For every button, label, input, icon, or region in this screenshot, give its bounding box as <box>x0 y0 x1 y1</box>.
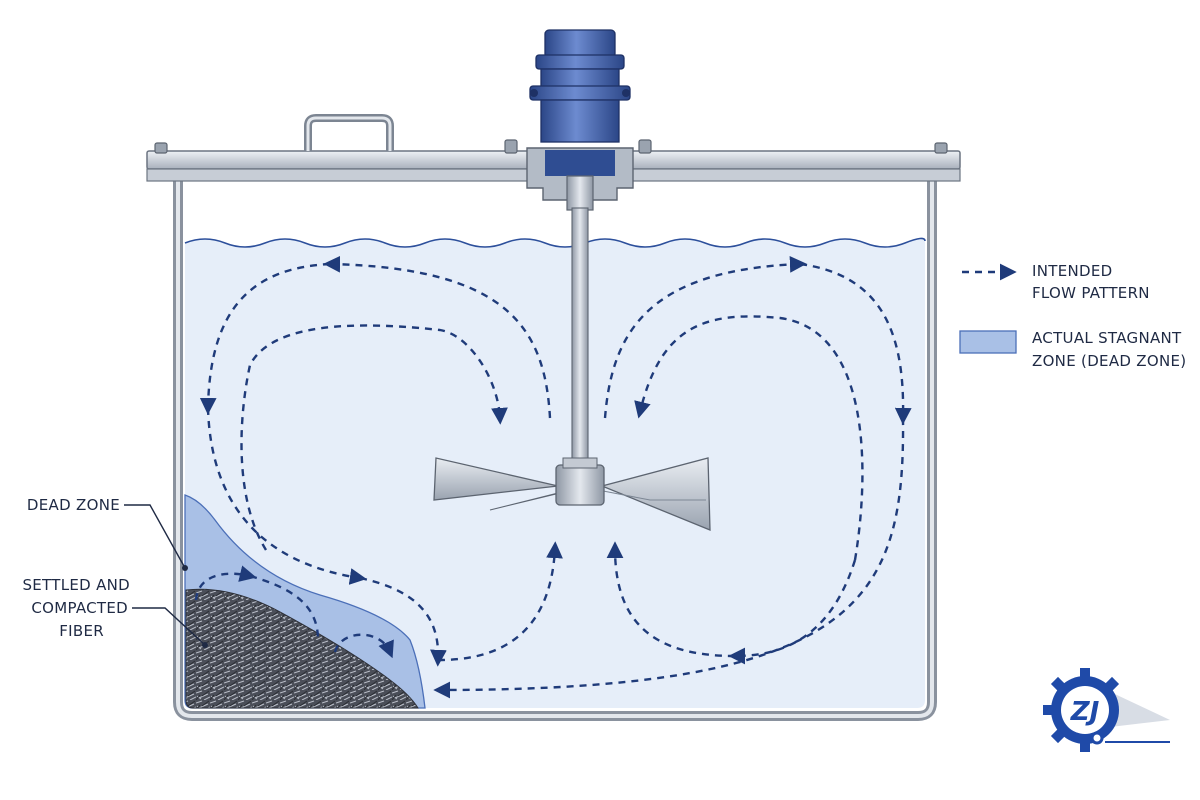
tank-wall-highlight <box>176 168 934 718</box>
flow-arrow-center-left-up <box>437 541 563 662</box>
flow-arrow-bottom-return <box>433 417 905 699</box>
fiber-leader-line <box>132 607 206 646</box>
logo-gear-inner <box>1061 686 1109 734</box>
flow-arrow-dead-zone-edge <box>359 576 447 667</box>
fiber-leader-dot <box>202 642 208 648</box>
legend-zone-label-line1: ACTUAL STAGNANT <box>1032 329 1182 347</box>
flow-arrow-right-down <box>799 262 912 425</box>
tank-liquid <box>185 238 925 708</box>
flow-arrow-left-down <box>199 262 331 415</box>
lid-bolts <box>154 139 948 154</box>
logo-roller <box>1090 731 1104 745</box>
flow-arrow-center-right-up <box>606 541 736 658</box>
liquid-surface <box>184 237 926 248</box>
dead-zone-callout: DEAD ZONE <box>27 496 120 514</box>
legend-flow-label-line2: FLOW PATTERN <box>1032 284 1150 302</box>
flow-arrow-dead-zone-loop-top <box>194 565 257 601</box>
flow-arrow-upper-left-outer <box>323 255 552 419</box>
impeller <box>433 457 711 531</box>
lid-handle <box>304 114 394 151</box>
flow-arrow-dead-zone-small-loop <box>333 633 394 659</box>
flow-arrow-right-bottom <box>728 559 857 665</box>
flow-arrow-upper-right-outer <box>603 256 807 419</box>
intended-flow-arrows <box>194 255 912 699</box>
motor <box>529 29 631 143</box>
shaft-coupling <box>566 175 594 211</box>
lid-handle-highlight <box>306 116 392 151</box>
fiber-callout-line2: COMPACTED <box>31 599 128 617</box>
fiber-callout-line1: SETTLED AND <box>22 576 130 594</box>
fiber-callout-line3: FIBER <box>59 622 104 640</box>
dead-zone-leader-line <box>124 504 186 569</box>
seal-housing <box>545 150 615 176</box>
agitator-shaft <box>571 207 589 469</box>
legend-zone-label-line2: ZONE (DEAD ZONE) <box>1032 352 1186 370</box>
logo-text: ZJ <box>1070 697 1100 727</box>
settled-fiber <box>185 588 419 709</box>
legend: INTENDED FLOW PATTERN ACTUAL STAGNANT ZO… <box>959 262 1186 370</box>
flow-arrow-dead-zone-loop-right <box>249 574 320 641</box>
legend-dead-zone-swatch <box>959 330 1017 354</box>
flow-arrow-left-inner <box>240 324 508 551</box>
flow-arrow-left-bottom <box>206 407 367 585</box>
dead-zone-leader-dot <box>182 565 188 571</box>
zj-logo: ZJ <box>1043 668 1170 752</box>
legend-flow-label-line1: INTENDED <box>1032 262 1112 280</box>
